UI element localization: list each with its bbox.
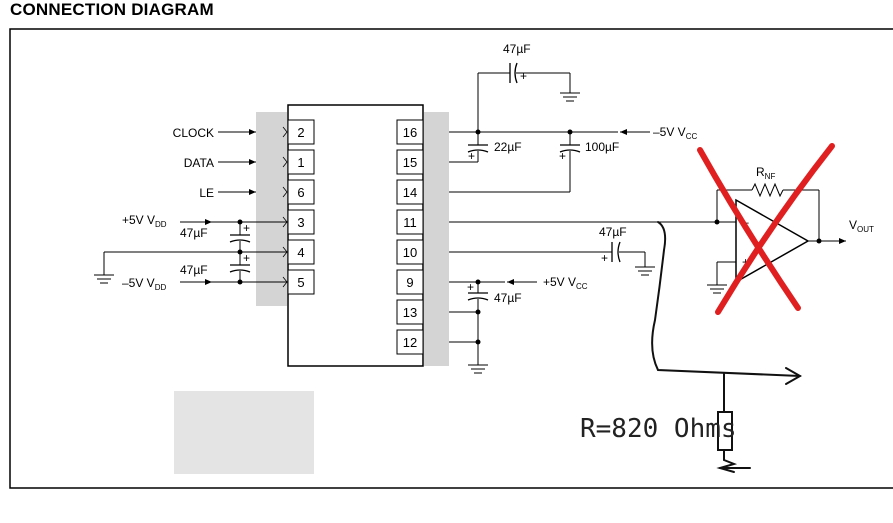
right-pin-boxes xyxy=(396,119,424,355)
cap-100-value: 100µF xyxy=(585,140,619,154)
pin-3-label: 3 xyxy=(297,215,304,230)
rnf-resistor xyxy=(751,182,784,198)
hand-drawn-wire xyxy=(651,221,803,473)
pin-6-label: 6 xyxy=(297,185,304,200)
red-cross-mark xyxy=(697,143,835,315)
svg-text:+: + xyxy=(601,251,608,265)
svg-text:+: + xyxy=(467,280,474,294)
pin-15-label: 15 xyxy=(403,155,417,170)
blank-gray-box xyxy=(174,391,314,474)
vdd-neg-label: –5V VDD xyxy=(122,276,166,292)
ground-symbol-left xyxy=(94,274,114,284)
pin-1-label: 1 xyxy=(297,155,304,170)
cap-top-value: 47µF xyxy=(503,42,531,56)
svg-text:+: + xyxy=(243,251,250,265)
data-label: DATA xyxy=(184,156,214,170)
pin-2-label: 2 xyxy=(297,125,304,140)
cap-22-value: 22µF xyxy=(494,140,522,154)
cap-vdd-pos-value: 47µF xyxy=(180,226,208,240)
vout-label: VOUT xyxy=(849,218,874,234)
rnf-label: RNF xyxy=(756,165,775,181)
pin-9-label: 9 xyxy=(406,275,413,290)
cap-vdd-neg-value: 47µF xyxy=(180,263,208,277)
right-socket-shade xyxy=(424,112,449,366)
vcc-pos-label: +5V VCC xyxy=(543,275,588,291)
ground-symbol-bottom xyxy=(468,364,488,374)
pin-4-label: 4 xyxy=(297,245,304,260)
le-label: LE xyxy=(199,186,214,200)
pin-14-label: 14 xyxy=(403,185,417,200)
clock-label: CLOCK xyxy=(173,126,214,140)
pin-5-label: 5 xyxy=(297,275,304,290)
svg-text:+: + xyxy=(468,149,475,163)
pin-13-label: 13 xyxy=(403,305,417,320)
pin-16-label: 16 xyxy=(403,125,417,140)
svg-text:+: + xyxy=(243,221,250,235)
svg-text:+: + xyxy=(559,149,566,163)
pin-11-label: 11 xyxy=(403,215,417,230)
pin-10-label: 10 xyxy=(403,245,417,260)
ground-symbol-out xyxy=(635,266,655,276)
cap-vcc-value: 47µF xyxy=(494,291,522,305)
left-pin-boxes xyxy=(287,119,315,295)
opamp-plus: + xyxy=(742,255,749,269)
svg-text:+: + xyxy=(520,69,527,83)
left-socket-shade xyxy=(256,112,287,306)
resistor-annotation: R=820 Ohms xyxy=(580,414,737,444)
ground-symbol-top xyxy=(560,92,580,102)
vdd-pos-label: +5V VDD xyxy=(122,213,167,229)
page-title: CONNECTION DIAGRAM xyxy=(10,0,214,19)
diagram-frame xyxy=(9,28,893,489)
vcc-neg-label: –5V VCC xyxy=(653,125,697,141)
cap-out-value: 47µF xyxy=(599,225,627,239)
opamp: – + RNF VOUT xyxy=(707,165,874,294)
pin-12-label: 12 xyxy=(403,335,417,350)
